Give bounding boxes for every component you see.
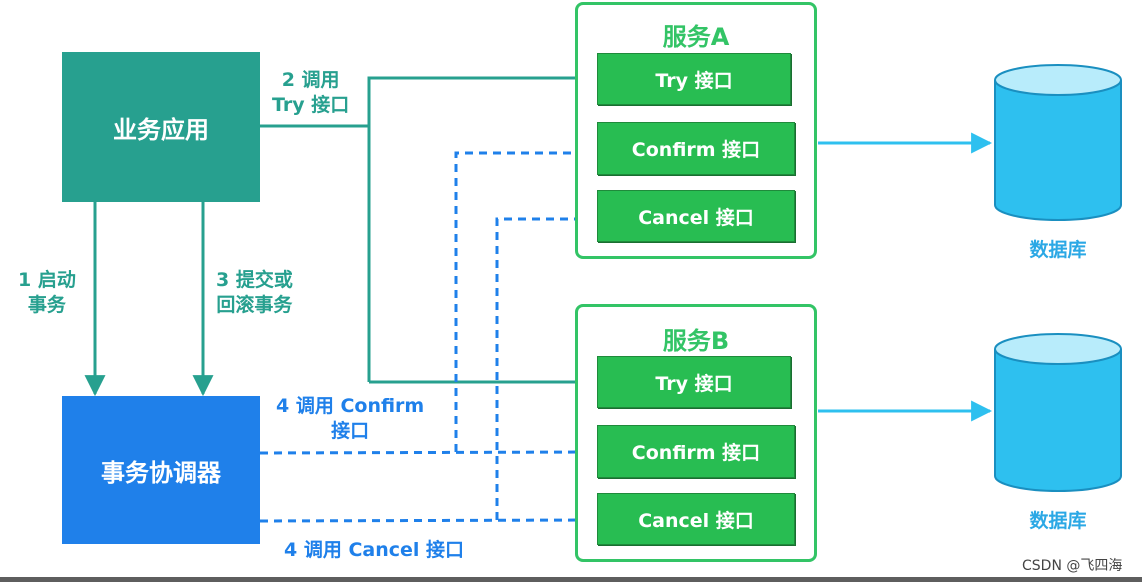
service-b-cancel-interface: Cancel 接口 (597, 493, 795, 545)
edge-call-confirm-b (259, 441, 597, 463)
service-b-try-interface: Try 接口 (597, 356, 791, 408)
start-tx-line-2: 事务 (27, 294, 66, 316)
call-try-label: 2 调用 Try 接口 (272, 68, 349, 118)
service-b-confirm-interface: Confirm 接口 (597, 425, 795, 478)
database-b-label: 数据库 (1029, 510, 1087, 532)
call-confirm-label: 4 调用 Confirm 接口 (276, 394, 424, 444)
start-tx-label: 1 启动 事务 (18, 268, 76, 318)
service-a-cancel-interface: Cancel 接口 (597, 190, 795, 242)
service-a-confirm-label: Confirm 接口 (631, 139, 761, 161)
database-icon-a (994, 64, 1122, 221)
call-try-line-2: Try 接口 (272, 94, 350, 116)
service-a-try-label: Try 接口 (655, 69, 733, 92)
service-a-try-interface: Try 接口 (597, 53, 791, 105)
edge-call-cancel-b (259, 509, 597, 531)
call-try-line-1: 2 调用 (281, 69, 340, 91)
commit-rollback-label: 3 提交或 回滚事务 (216, 268, 293, 318)
database-a-label: 数据库 (1029, 239, 1087, 261)
edge-call-try-a (367, 67, 597, 382)
business-app-label: 业务应用 (113, 115, 209, 144)
service-a-cancel-label: Cancel 接口 (638, 206, 754, 229)
service-a-title: 服务A (662, 23, 730, 51)
database-icon-b (994, 333, 1122, 492)
watermark: CSDN @飞四海 (1022, 558, 1123, 574)
service-b-title: 服务B (662, 327, 730, 355)
coordinator-label: 事务协调器 (101, 458, 221, 487)
service-b-confirm-label: Confirm 接口 (631, 442, 761, 464)
call-confirm-line-1: 4 调用 Confirm (276, 395, 425, 417)
commit-rollback-line-2: 回滚事务 (216, 294, 293, 316)
service-b-try-label: Try 接口 (655, 372, 733, 395)
service-b-cancel-label: Cancel 接口 (638, 509, 754, 532)
edge-call-cancel-a (495, 208, 597, 520)
transaction-coordinator-node: 事务协调器 (62, 396, 260, 544)
commit-rollback-line-1: 3 提交或 (216, 269, 293, 291)
call-confirm-line-2: 接口 (331, 420, 370, 442)
call-cancel-label: 4 调用 Cancel 接口 (284, 539, 465, 561)
edge-call-confirm-a (454, 142, 597, 452)
bottom-strip (0, 577, 1142, 582)
business-app-node: 业务应用 (62, 52, 260, 202)
start-tx-line-1: 1 启动 (18, 269, 76, 291)
service-a-confirm-interface: Confirm 接口 (597, 122, 795, 175)
